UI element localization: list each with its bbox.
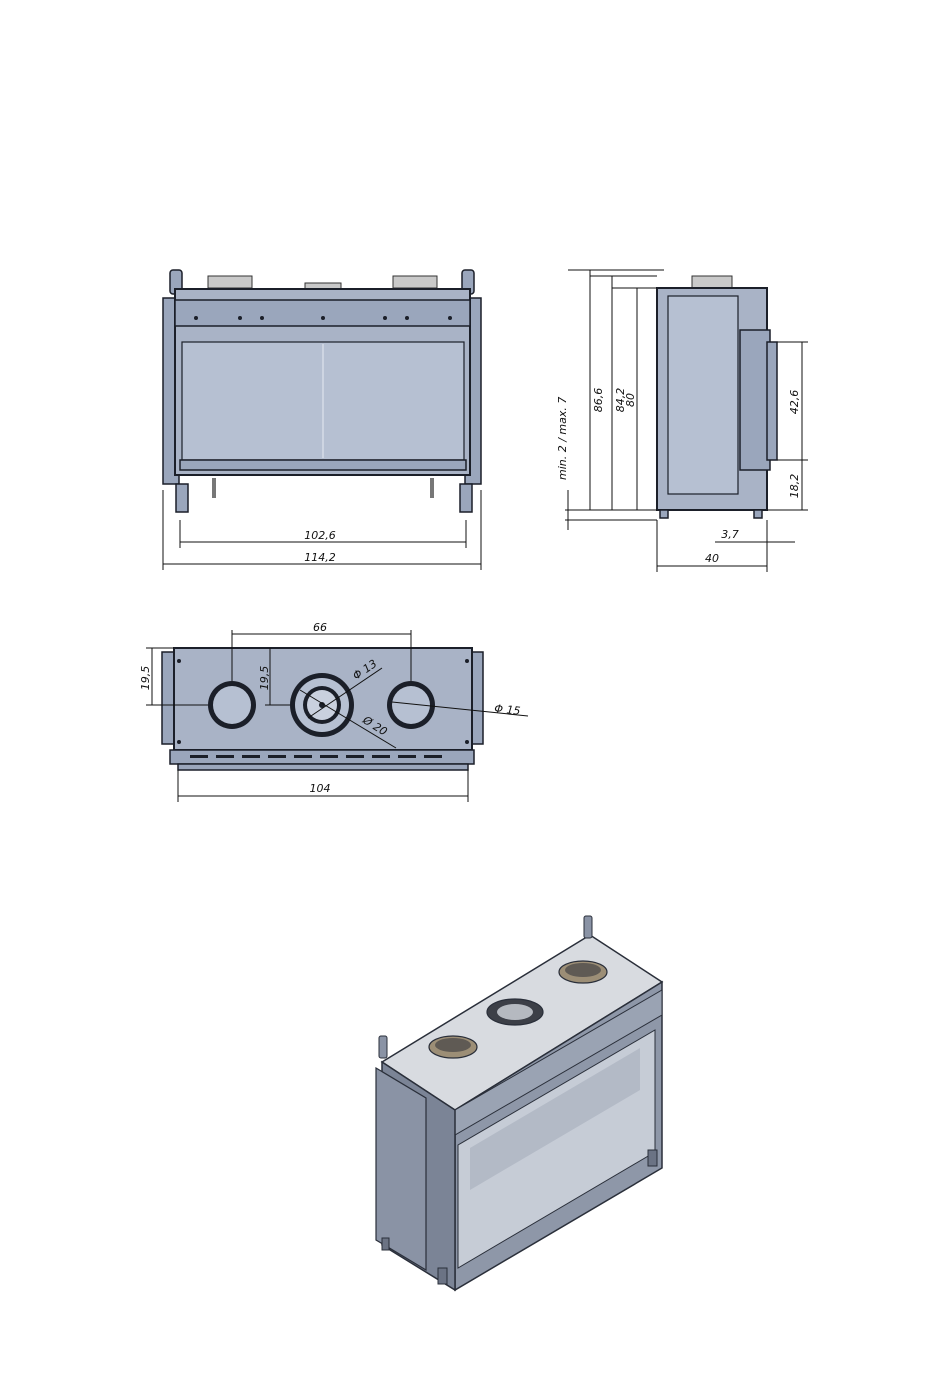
top-bottom-edge (178, 764, 468, 770)
side-dim-h3: 80 (624, 393, 637, 407)
side-view: min. 2 / max. 7 86,6 84,2 80 42,6 18,2 3… (556, 270, 808, 572)
iso-lug-left (379, 1036, 387, 1058)
front-bottom-rail (180, 460, 466, 470)
top-dim-edge-left: 19,5 (139, 666, 152, 691)
top-dim-spacing: 66 (313, 621, 327, 634)
front-pipe-right (393, 276, 437, 288)
side-dim-bottom: 18,2 (788, 474, 801, 499)
iso-leg-front (438, 1268, 447, 1284)
front-leg-left (176, 484, 188, 512)
side-dim-h1: 86,6 (592, 388, 605, 413)
top-dim-width: 104 (310, 782, 331, 795)
top-dim-edge-center: 19,5 (258, 666, 271, 691)
iso-leg-right (648, 1150, 657, 1166)
iso-lug-right (584, 916, 592, 938)
front-dim-outer-width: 114,2 (304, 551, 336, 564)
top-dim-dia-side: Φ 15 (494, 702, 521, 718)
isometric-view (376, 916, 662, 1290)
side-dim-offset: 3,7 (721, 528, 739, 541)
side-pipe (692, 276, 732, 288)
side-foot-right (754, 510, 762, 518)
side-dim-min-max: min. 2 / max. 7 (556, 397, 569, 480)
iso-leg-left (382, 1238, 389, 1250)
front-bolt-left (212, 478, 216, 498)
side-outlet-box (740, 330, 770, 470)
front-dim-inner-width: 102,6 (304, 529, 336, 542)
side-inner-panel (668, 296, 738, 494)
side-foot-left (660, 510, 668, 518)
side-dim-depth: 40 (705, 552, 719, 565)
front-leg-right (460, 484, 472, 512)
side-dim-outlet: 42,6 (788, 390, 801, 415)
front-top-band (175, 300, 470, 326)
front-bolt-right (430, 478, 434, 498)
front-view: 102,6 114,2 (163, 270, 481, 570)
front-pipe-left (208, 276, 252, 288)
top-view: 66 19,5 19,5 Φ 13 Ø 20 Φ 15 104 (139, 621, 528, 802)
side-outlet-collar (767, 342, 777, 460)
